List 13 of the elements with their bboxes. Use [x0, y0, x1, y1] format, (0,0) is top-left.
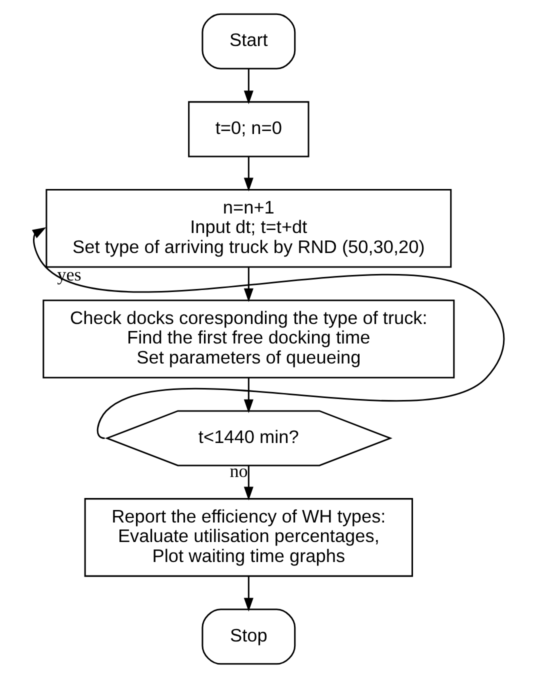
node-box: Check docks coresponding the type of truck: Find the first free docking time Set parameters of queueing: [42, 300, 454, 378]
node-box: t=0; n=0: [188, 101, 309, 158]
node-box: Start: [201, 13, 296, 70]
arrow: [243, 68, 253, 104]
node-box: Report the efficiency of WH types: Evaluate utilisation percentages, Plot waiting time graphs: [84, 498, 413, 577]
arrow: [243, 156, 253, 192]
arrow: [31, 227, 504, 439]
node-box: n=n+1 Input dt; t=t+dt Set type of arriving truck by RND (50,30,20): [45, 189, 452, 268]
arrow: [243, 466, 253, 500]
arrow: [243, 268, 253, 302]
node-box: Stop: [201, 608, 296, 665]
arrow: [243, 378, 253, 414]
arrow: [243, 576, 253, 612]
